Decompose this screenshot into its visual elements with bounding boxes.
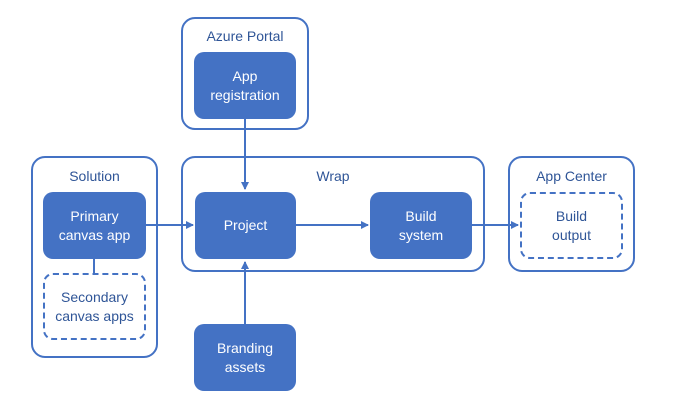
project-label: Project (223, 217, 268, 233)
project-node: Project (195, 192, 296, 259)
build-system-label: Build system (398, 207, 444, 243)
branding-assets-label: Branding assets (216, 339, 274, 375)
azure-portal-title: Azure Portal (206, 28, 284, 44)
azure-portal-group: Azure Portal (181, 17, 309, 130)
solution-group: Solution (31, 156, 158, 358)
primary-canvas-app-label: Primary canvas app (58, 207, 131, 243)
build-output-node: Build output (520, 192, 623, 259)
build-output-label: Build output (552, 207, 591, 243)
solution-title: Solution (69, 168, 120, 184)
wrap-title: Wrap (316, 168, 350, 184)
build-system-node: Build system (370, 192, 472, 259)
app-center-title: App Center (536, 168, 607, 184)
app-registration-node: App registration (194, 52, 296, 119)
secondary-canvas-apps-node: Secondary canvas apps (43, 273, 146, 340)
app-center-group: App Center (508, 156, 635, 272)
secondary-canvas-apps-label: Secondary canvas apps (55, 288, 134, 324)
app-registration-label: App registration (210, 67, 280, 103)
branding-assets-node: Branding assets (194, 324, 296, 391)
primary-canvas-app-node: Primary canvas app (43, 192, 146, 259)
wrap-group: Wrap (181, 156, 485, 272)
